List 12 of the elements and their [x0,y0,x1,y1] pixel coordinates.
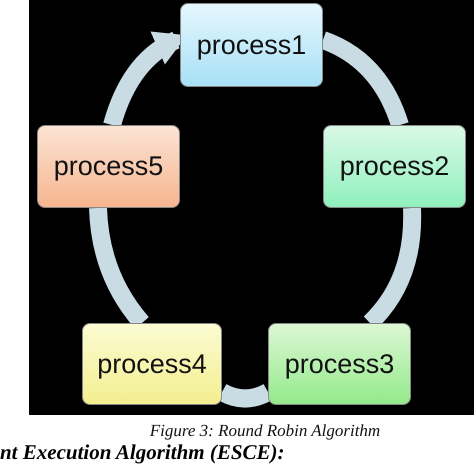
process-box [180,3,323,87]
section-heading: nt Execution Algorithm (ESCE): [0,440,285,466]
process-box [323,125,466,208]
figure-caption: Figure 3: Round Robin Algorithm [148,420,382,442]
process-box [82,323,222,405]
process-label: process1 [196,32,306,58]
process-label: process2 [340,153,450,180]
process-box [268,323,411,405]
process-label: process3 [284,350,394,378]
process-label: process4 [97,350,207,378]
process-label: process5 [54,153,164,180]
process-box [37,125,180,208]
